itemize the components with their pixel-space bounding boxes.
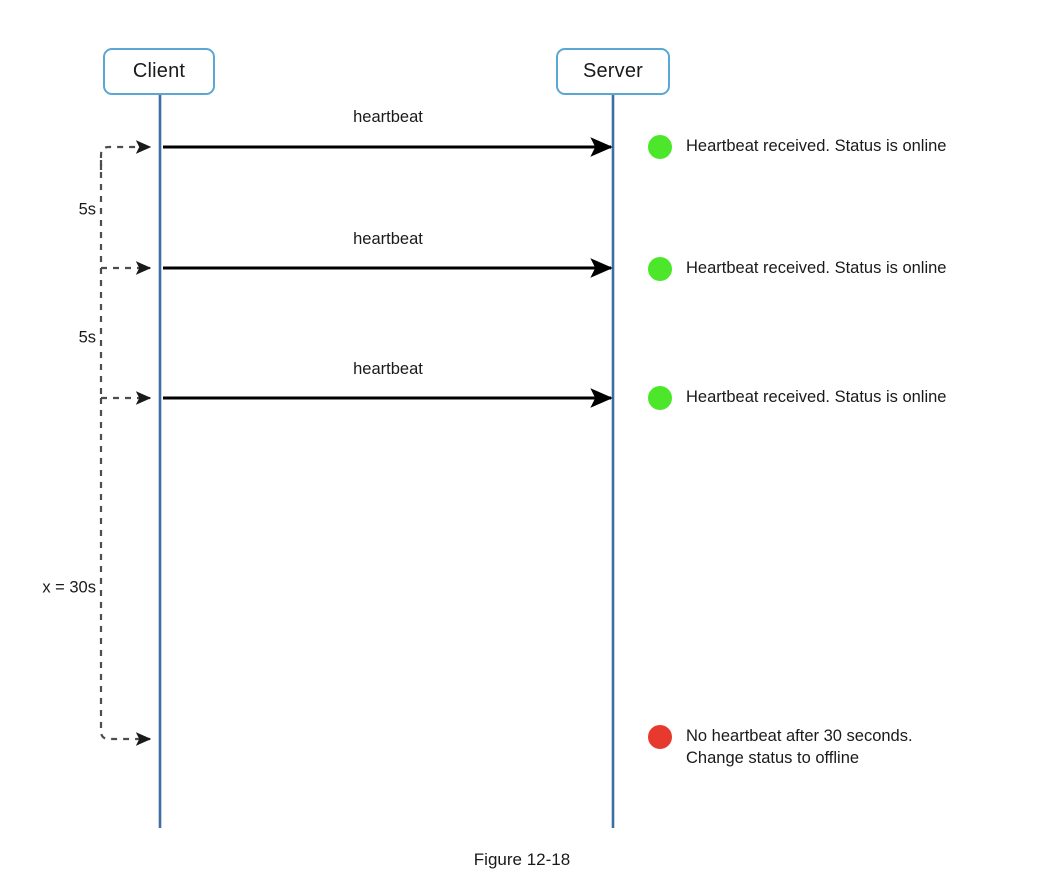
status-note-online-3: Heartbeat received. Status is online — [648, 385, 946, 410]
participant-server-label: Server — [582, 60, 644, 82]
status-note-text: Heartbeat received. Status is online — [686, 259, 947, 277]
message-label-heartbeat-3: heartbeat — [353, 360, 423, 378]
status-note-text: Heartbeat received. Status is online — [686, 137, 947, 155]
participant-server[interactable]: Server — [556, 48, 670, 95]
status-note-text: Heartbeat received. Status is online — [686, 388, 947, 406]
status-dot-online-icon — [648, 386, 672, 410]
message-label-heartbeat-1: heartbeat — [353, 108, 423, 126]
status-note-text: No heartbeat after 30 seconds. Change st… — [686, 727, 913, 767]
status-dot-online-icon — [648, 135, 672, 159]
status-note-online-1: Heartbeat received. Status is online — [648, 134, 946, 159]
participant-client-label: Client — [132, 60, 186, 82]
participant-client[interactable]: Client — [103, 48, 215, 95]
status-dot-offline-icon — [648, 725, 672, 749]
duration-label-interval-1: 5s — [78, 200, 96, 219]
duration-label-interval-2: 5s — [78, 328, 96, 347]
timer-dashed-path — [99, 140, 152, 746]
duration-label-timeout: x = 30s — [42, 578, 96, 597]
status-note-online-2: Heartbeat received. Status is online — [648, 256, 946, 281]
status-note-offline: No heartbeat after 30 seconds. Change st… — [648, 724, 913, 769]
message-label-heartbeat-2: heartbeat — [353, 230, 423, 248]
status-dot-online-icon — [648, 257, 672, 281]
figure-caption: Figure 12-18 — [473, 850, 571, 869]
